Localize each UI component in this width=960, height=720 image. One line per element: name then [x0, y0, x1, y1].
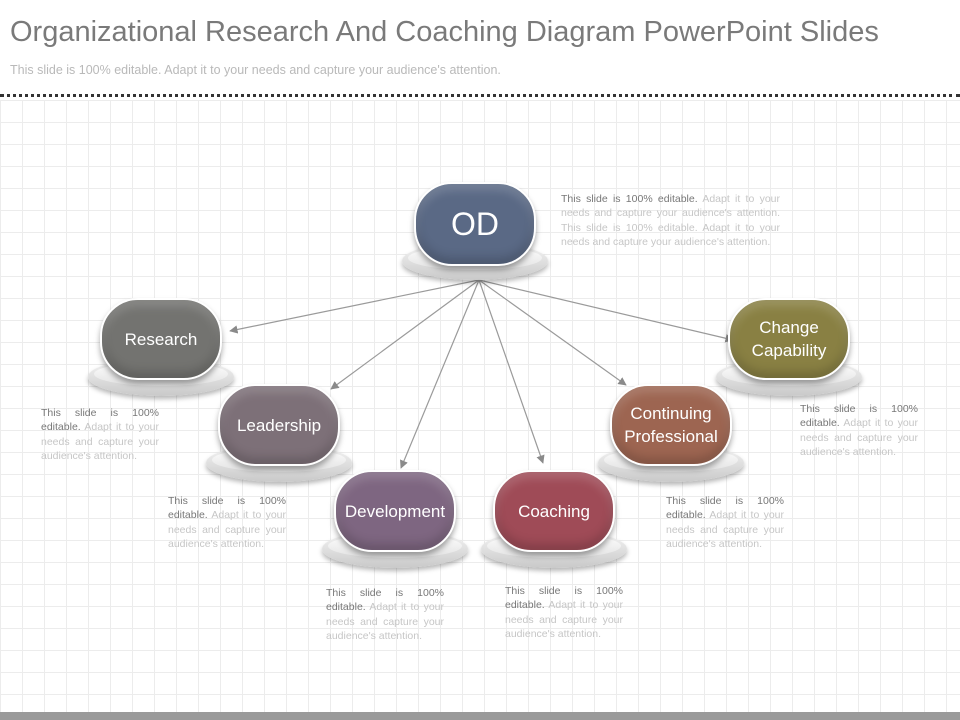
- node-research: Research: [88, 298, 234, 396]
- slide-title: Organizational Research And Coaching Dia…: [10, 16, 879, 48]
- node-coaching: Coaching: [481, 470, 627, 568]
- node-leadership: Leadership: [206, 384, 352, 482]
- node-continuing-professional: Continuing Professional: [598, 384, 744, 482]
- connector-od-to-leadership: [330, 279, 480, 390]
- connector-od-to-research: [229, 279, 480, 334]
- leadership-description: This slide is 100% editable. Adapt it to…: [168, 495, 286, 550]
- slide-subtitle: This slide is 100% editable. Adapt it to…: [10, 63, 501, 77]
- node-od-label: OD: [414, 182, 536, 266]
- coaching-description: This slide is 100% editable. Adapt it to…: [505, 585, 623, 640]
- connector-od-to-coaching: [478, 279, 545, 464]
- header-background: [0, 0, 960, 100]
- node-change-capability-label: Change Capability: [728, 298, 850, 380]
- title-divider: [0, 94, 960, 97]
- node-continuing-professional-label: Continuing Professional: [610, 384, 732, 466]
- node-leadership-label: Leadership: [218, 384, 340, 466]
- od-description: This slide is 100% editable. Adapt it to…: [561, 193, 780, 248]
- connector-od-to-continuing-professional: [478, 279, 627, 386]
- connector-od-to-development: [400, 279, 480, 469]
- node-research-label: Research: [100, 298, 222, 380]
- continuing-professional-description: This slide is 100% editable. Adapt it to…: [666, 495, 784, 550]
- change-capability-description: This slide is 100% editable. Adapt it to…: [800, 403, 918, 458]
- node-coaching-label: Coaching: [493, 470, 615, 552]
- development-description: This slide is 100% editable. Adapt it to…: [326, 587, 444, 642]
- node-development: Development: [322, 470, 468, 568]
- connector-od-to-change-capability: [478, 279, 734, 343]
- node-od: OD: [402, 182, 548, 280]
- research-description: This slide is 100% editable. Adapt it to…: [41, 407, 159, 462]
- bottom-bar: [0, 712, 960, 720]
- node-change-capability: Change Capability: [716, 298, 862, 396]
- node-development-label: Development: [334, 470, 456, 552]
